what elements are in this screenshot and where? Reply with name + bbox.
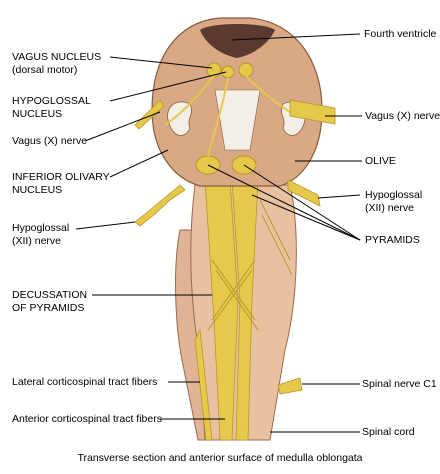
- label-anterior-corticospinal: Anterior corticospinal tract fibers: [12, 413, 162, 426]
- label-hypoglossal-nerve-left: Hypoglossal(XII) nerve: [12, 222, 69, 248]
- label-olive: OLIVE: [365, 155, 396, 168]
- figure-caption: Transverse section and anterior surface …: [0, 452, 440, 464]
- label-pyramids: PYRAMIDS: [365, 234, 420, 247]
- hypoglossal-nucleus: [222, 66, 234, 78]
- spinal-nerve-c1-trunk: [278, 378, 302, 394]
- hypoglossal-nerve-left-trunk: [135, 185, 185, 226]
- label-vagus-nerve-right: Vagus (X) nerve: [365, 110, 440, 123]
- label-lateral-corticospinal: Lateral corticospinal tract fibers: [12, 376, 157, 389]
- label-vagus-nerve-left: Vagus (X) nerve: [12, 135, 87, 148]
- vagus-nucleus-right: [239, 63, 253, 77]
- label-spinal-cord: Spinal cord: [362, 426, 415, 439]
- label-hypoglossal-nerve-right: Hypoglossal(XII) nerve: [365, 189, 422, 215]
- label-fourth-ventricle: Fourth ventricle: [364, 28, 436, 41]
- label-vagus-nucleus: VAGUS NUCLEUS(dorsal motor): [12, 51, 101, 77]
- label-spinal-nerve-c1: Spinal nerve C1: [362, 378, 437, 391]
